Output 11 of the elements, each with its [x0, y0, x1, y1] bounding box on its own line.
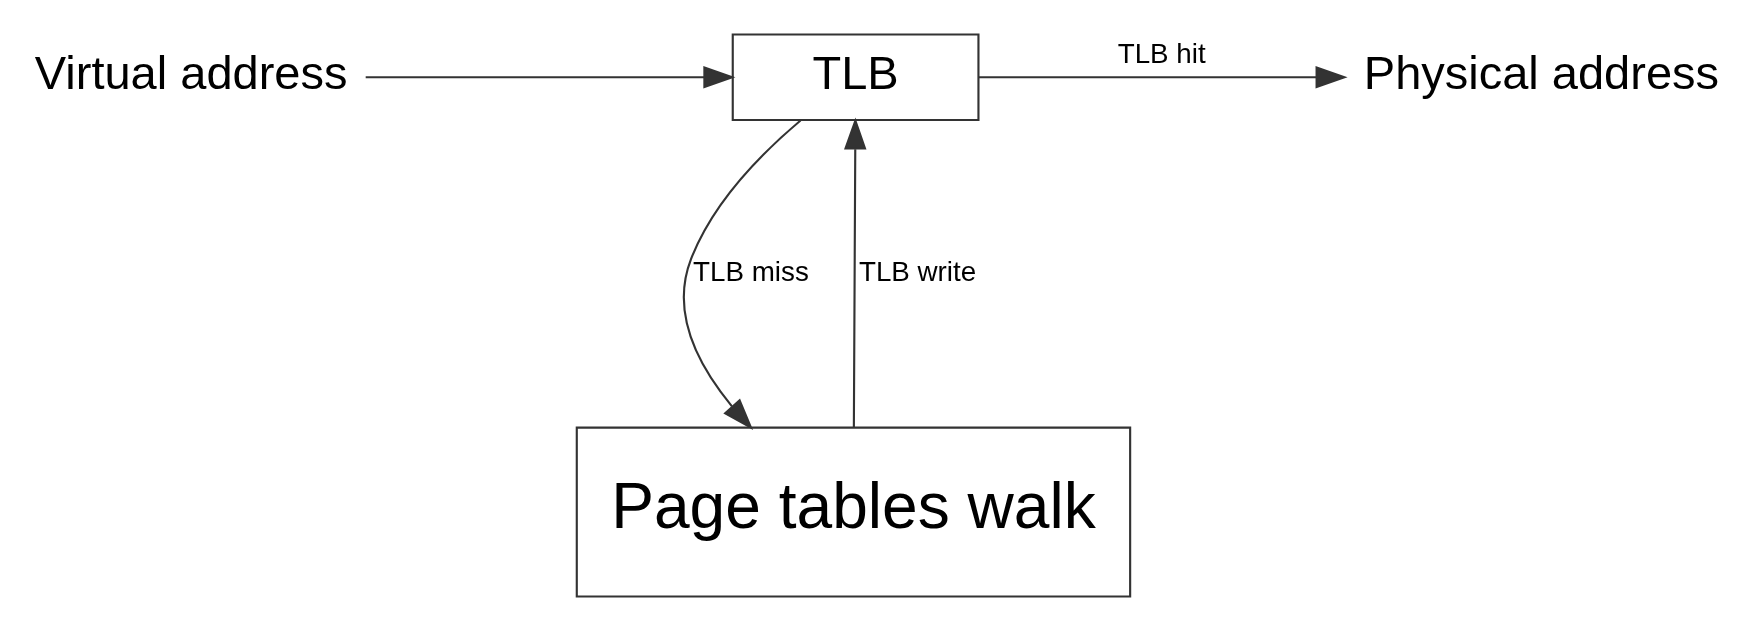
arrow — [682, 119, 802, 430]
edge-label: TLB hit — [1117, 37, 1206, 69]
arrow — [365, 65, 736, 88]
node-text: Virtual address — [34, 45, 348, 99]
node-box: Page tables walk — [575, 426, 1132, 598]
edge-label: TLB write — [858, 255, 977, 287]
arrow — [979, 65, 1348, 88]
node-text: Physical address — [1363, 45, 1720, 99]
node-box: TLB — [731, 33, 980, 121]
edge-label: TLB miss — [693, 255, 809, 287]
arrow — [844, 116, 867, 427]
